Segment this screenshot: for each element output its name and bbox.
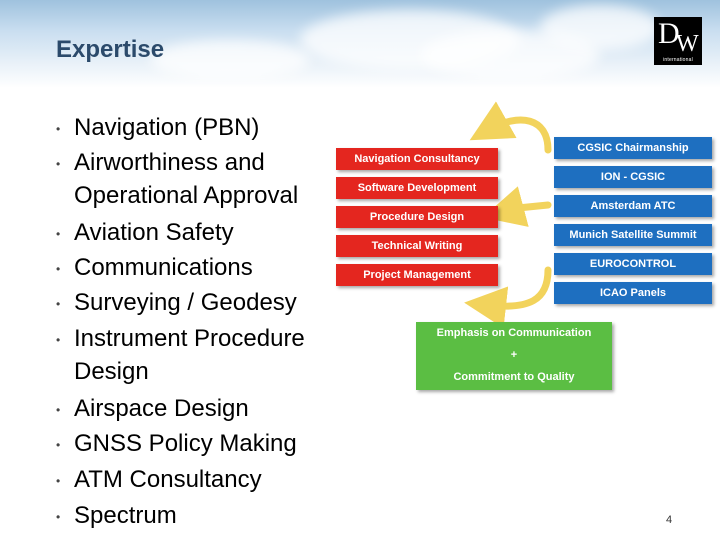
engagement-box-ion-cgsic: ION - CGSIC	[554, 166, 712, 188]
list-item: Spectrum	[74, 502, 177, 529]
header-banner	[0, 0, 720, 88]
emphasis-box: Emphasis on Communication + Commitment t…	[416, 322, 612, 390]
logo-letter-w: W	[676, 31, 699, 57]
bullet-dot: •	[56, 122, 61, 136]
engagement-box-eurocontrol: EUROCONTROL	[554, 253, 712, 275]
bullet-dot: •	[56, 297, 61, 311]
bullet-dot: •	[56, 333, 61, 347]
service-box-project-management: Project Management	[336, 264, 498, 286]
list-item: GNSS Policy Making	[74, 430, 297, 457]
service-box-navigation-consultancy: Navigation Consultancy	[336, 148, 498, 170]
list-item: Surveying / Geodesy	[74, 289, 297, 316]
list-item: Aviation Safety	[74, 219, 234, 246]
list-item-continuation: Design	[74, 358, 149, 385]
bullet-dot: •	[56, 474, 61, 488]
bullet-dot: •	[56, 438, 61, 452]
page-number: 4	[666, 514, 673, 526]
bullet-dot: •	[56, 227, 61, 241]
logo-letter-d: D	[658, 17, 680, 50]
bullet-dot: •	[56, 157, 61, 171]
list-item: Airspace Design	[74, 395, 249, 422]
engagement-box-icao-panels: ICAO Panels	[554, 282, 712, 304]
service-box-procedure-design: Procedure Design	[336, 206, 498, 228]
service-box-technical-writing: Technical Writing	[336, 235, 498, 257]
logo-subtitle: international	[663, 57, 693, 63]
list-item: Instrument Procedure	[74, 325, 305, 352]
emphasis-line-communication: Emphasis on Communication	[436, 327, 592, 339]
engagement-box-munich-satellite-summit: Munich Satellite Summit	[554, 224, 712, 246]
bullet-dot: •	[56, 262, 61, 276]
engagement-box-cgsic-chairmanship: CGSIC Chairmanship	[554, 137, 712, 159]
list-item: Airworthiness and	[74, 149, 265, 176]
bottom-arrow	[464, 266, 552, 329]
emphasis-line-quality: Commitment to Quality	[453, 371, 575, 383]
top-arrow	[469, 101, 552, 154]
bullet-dot: •	[56, 510, 61, 524]
list-item: ATM Consultancy	[74, 466, 262, 493]
list-item: Navigation (PBN)	[74, 114, 260, 141]
middle-arrow	[482, 186, 552, 227]
list-item-continuation: Operational Approval	[74, 182, 299, 209]
slide-title: Expertise	[56, 36, 165, 63]
engagement-box-amsterdam-atc: Amsterdam ATC	[554, 195, 712, 217]
company-logo: D W international	[654, 17, 702, 65]
emphasis-plus: +	[510, 349, 518, 361]
service-box-software-development: Software Development	[336, 177, 498, 199]
bullet-dot: •	[56, 403, 61, 417]
list-item: Communications	[74, 254, 253, 281]
